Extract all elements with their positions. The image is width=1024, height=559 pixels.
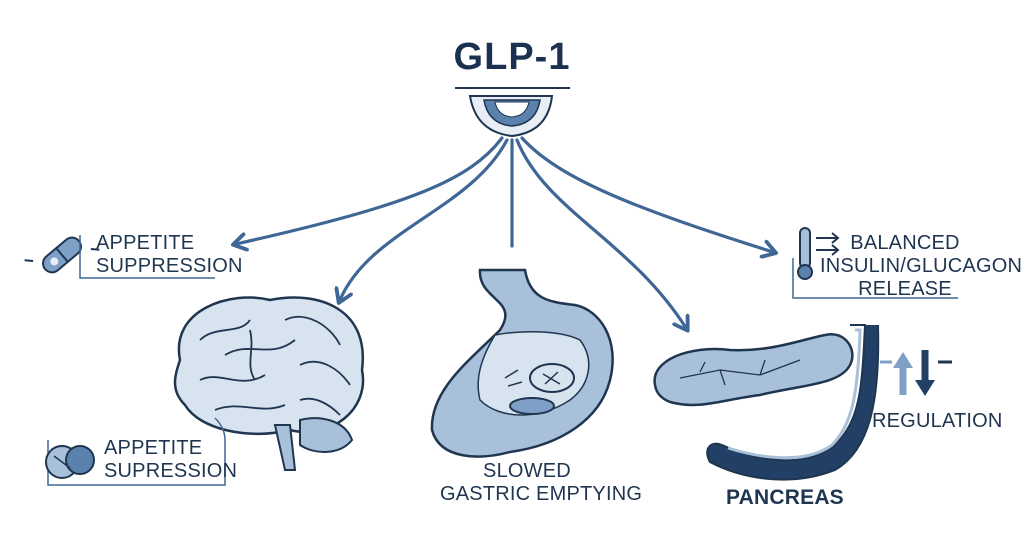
appetite-top-line1: APPETITE <box>96 232 195 254</box>
thermometer-icon <box>797 227 840 280</box>
page-title: GLP-1 <box>453 36 571 78</box>
insulin-line1: BALANCED <box>850 232 960 254</box>
appetite-bottom-line1: APPETITE <box>104 437 203 459</box>
arrows <box>236 136 773 328</box>
brain-icon <box>173 296 365 471</box>
arrow-pancreas <box>515 138 686 328</box>
regulation-label: REGULATION <box>872 410 1003 432</box>
pancreas-label: PANCREAS <box>726 486 844 509</box>
insulin-line3: RELEASE <box>858 278 952 300</box>
gastric-line1: SLOWED <box>483 460 571 482</box>
capsule-icon <box>24 236 100 274</box>
insulin-bracket <box>792 258 958 299</box>
arrow-insulin <box>520 136 773 252</box>
pill-icon <box>45 445 95 479</box>
appetite-bottom-label: APPETITE SUPRESSION <box>104 437 237 483</box>
arrow-appetite-top <box>236 136 504 244</box>
insulin-label: BALANCED INSULIN/GLUCAGON RELEASE <box>820 232 1023 301</box>
pancreas-icon <box>653 324 880 481</box>
arrow-brain <box>340 138 509 300</box>
appetite-top-line2: SUPPRESSION <box>96 255 243 277</box>
insulin-line2: INSULIN/GLUCAGON <box>820 255 1023 277</box>
appetite-top-label: APPETITE SUPPRESSION <box>96 232 243 278</box>
stomach-icon <box>430 268 614 458</box>
appetite-bottom-line2: SUPRESSION <box>104 460 238 482</box>
updown-arrows-icon <box>880 350 952 396</box>
gastric-label: SLOWED GASTRIC EMPTYING <box>440 460 643 506</box>
appetite-top-bracket <box>79 235 215 279</box>
appetite-bottom-bracket <box>47 417 226 486</box>
gastric-line2: GASTRIC EMPTYING <box>440 483 643 505</box>
receptor-icon <box>468 94 554 138</box>
